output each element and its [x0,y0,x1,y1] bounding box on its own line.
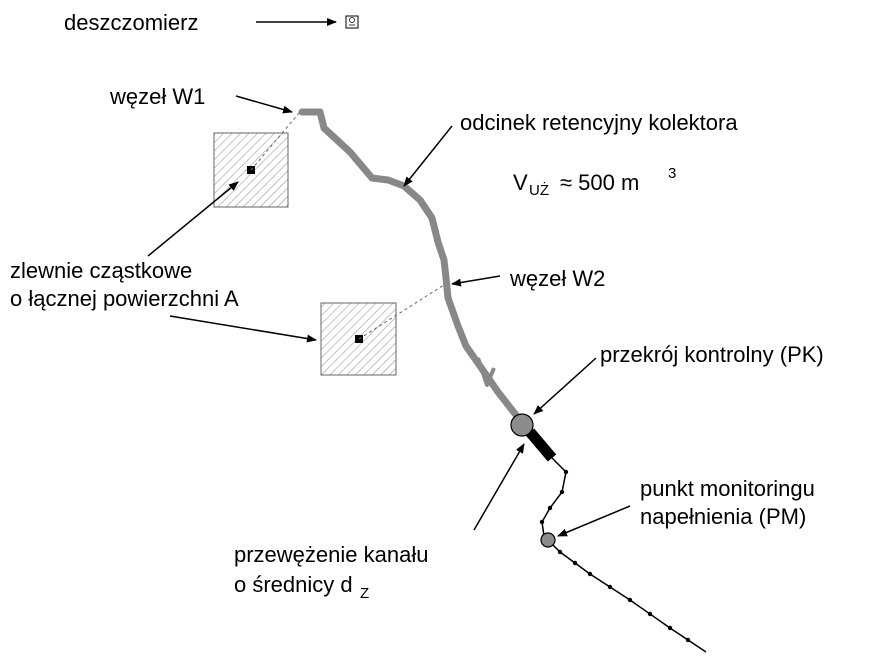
subcatchments-label-line1: zlewnie cząstkowe [10,258,192,283]
retention-title: odcinek retencyjny kolektora [460,110,738,135]
subcatchments-label-line2: o łącznej powierzchni A [10,286,239,311]
control-section-label: przekrój kontrolny (PK) [600,342,824,367]
retention-collector-line [298,108,520,419]
monitoring-point-node [540,532,556,548]
constriction-label-line2: o średnicy d [234,572,353,597]
subcatchment-arrow-2 [169,315,317,343]
constriction-arrow [473,443,525,531]
subcatchment-2 [320,282,448,376]
volume-subscript: UŻ [529,181,549,199]
monitoring-arrow [557,505,631,537]
volume-formula: V UŻ ≈ 500 m 3 [513,165,676,199]
connection-line-2 [358,282,448,340]
constriction-segment [525,428,557,462]
connection-line-1 [250,112,300,171]
node-w1-arrow [235,95,293,114]
constriction-label-line1: przewężenie kanału [234,542,428,567]
retention-arrow [403,125,453,187]
constriction-subscript: Z [360,585,369,602]
control-section-arrow [533,357,597,415]
rain-gauge-label: deszczomierz [64,10,198,35]
volume-superscript: 3 [668,165,676,182]
flow-direction-arrow [476,357,496,387]
volume-value: ≈ 500 m [560,170,639,195]
subcatchment-arrow-1 [147,181,239,257]
node-w2-label: węzeł W2 [509,266,605,291]
monitoring-label-line1: punkt monitoringu [640,476,815,501]
monitoring-label-line2: napełnienia (PM) [640,504,806,529]
node-w2-arrow [451,275,501,287]
control-section-node [510,413,534,437]
rain-gauge-icon [345,15,359,29]
volume-symbol: V [513,170,528,195]
node-w1-label: węzeł W1 [109,84,205,109]
subcatchment-1 [213,112,300,208]
downstream-manholes [539,469,691,643]
